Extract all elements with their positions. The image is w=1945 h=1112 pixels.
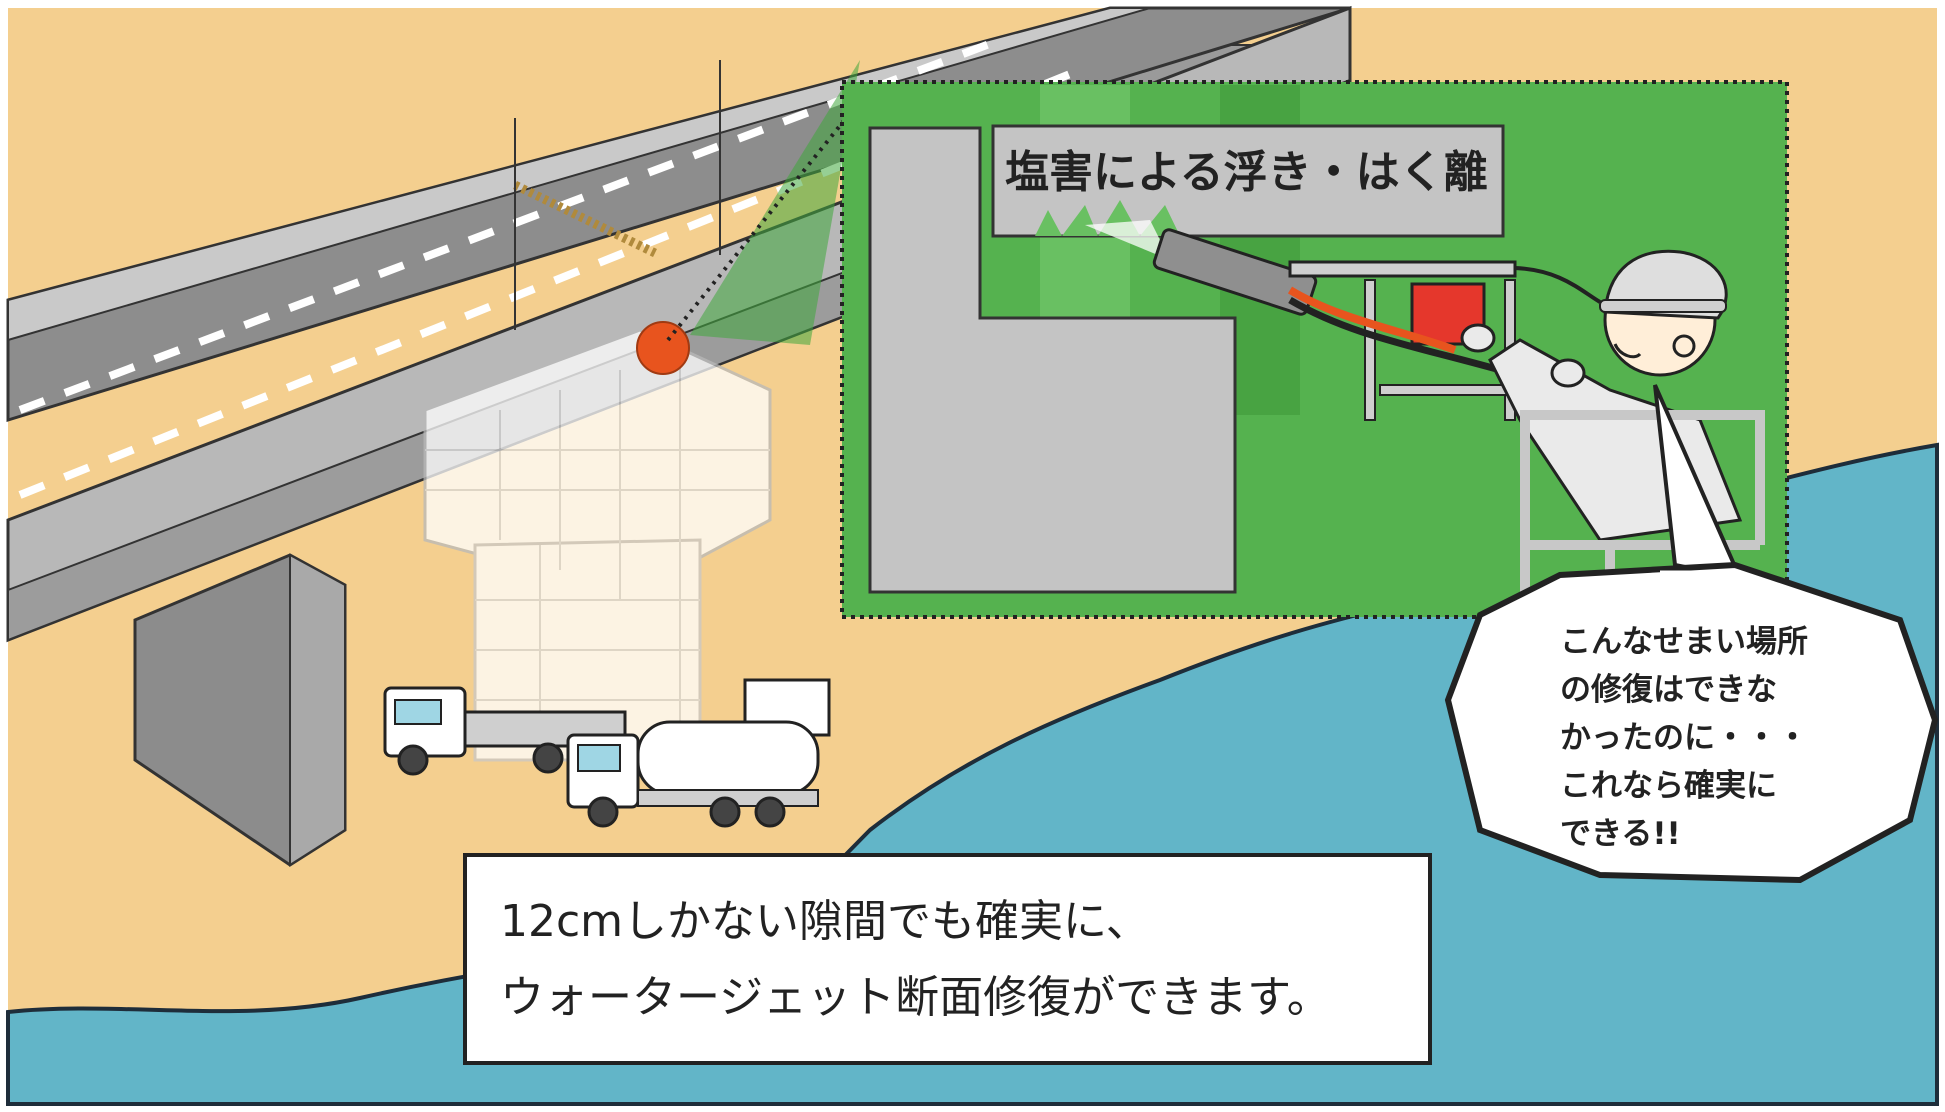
damage-callout-label: 塩害による浮き・はく離 [1005,147,1488,198]
speech-text: こんなせまい場所 の修復はできな かったのに・・・ これなら確実に できる!! [1560,624,1808,852]
speech-bubble [1444,384,1939,884]
flatbed-truck [383,678,831,776]
speech-line-5: できる!! [1560,816,1681,852]
speech-line-3: かったのに・・・ [1560,720,1808,756]
speech-line-4: これなら確実に [1560,768,1777,804]
caption-text: 12cmしかない隙間でも確実に、 ウォータージェット断面修復ができます。 [500,896,1331,1023]
left-pier [133,553,347,867]
zoom-cone [690,60,860,345]
caption-line-1: 12cmしかない隙間でも確実に、 [500,896,1150,947]
caption-box [463,853,1432,1065]
speech-line-1: こんなせまい場所 [1560,624,1808,660]
caption-line-2: ウォータージェット断面修復ができます。 [500,972,1331,1023]
tanker-truck [566,720,820,828]
damage-location-marker [636,321,690,375]
speech-line-2: の修復はできな [1560,672,1777,708]
scaffolding [423,328,772,762]
